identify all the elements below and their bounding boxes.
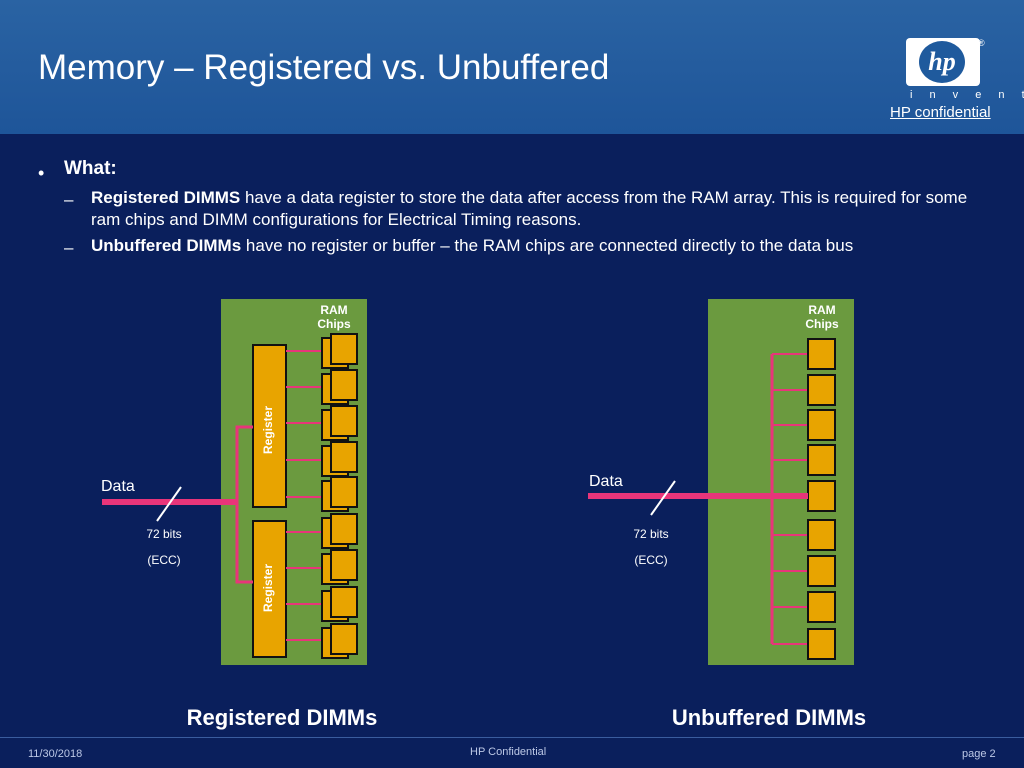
ram-chip — [807, 628, 836, 660]
footer-confidential: HP Confidential — [470, 746, 547, 758]
bullet-item-bold: Unbuffered DIMMs — [91, 236, 242, 255]
register-block-lower — [252, 520, 287, 658]
register-block-upper — [252, 344, 287, 508]
slide-title: Memory – Registered vs. Unbuffered — [38, 48, 610, 87]
ram-chip — [807, 374, 836, 406]
register-input-trace — [235, 425, 253, 502]
footer-divider — [0, 737, 1024, 738]
bullet-dot-icon: • — [38, 163, 45, 183]
registered-dimm-diagram: RAM Chips Register Register — [101, 299, 377, 730]
title-bar — [0, 0, 1024, 134]
bullet-item-registered: Registered DIMMS have a data register to… — [91, 187, 971, 231]
ram-chips-label-line2: Chips — [805, 317, 839, 331]
ram-chip — [807, 338, 836, 370]
hp-logo-text: hp — [928, 47, 956, 76]
ram-chip — [330, 476, 358, 508]
ram-chip — [330, 441, 358, 473]
unbuffered-dimms-caption: Unbuffered DIMMs — [672, 705, 866, 730]
dash-icon: – — [64, 238, 74, 257]
ecc-label: (ECC) — [147, 553, 180, 567]
bus-width-slash — [156, 486, 182, 522]
ram-chip — [807, 480, 836, 512]
ram-chip — [807, 591, 836, 623]
ram-chip — [330, 369, 358, 401]
ram-chip — [807, 444, 836, 476]
confidential-link[interactable]: HP confidential — [890, 104, 991, 121]
bullet-item-bold: Registered DIMMS — [91, 188, 241, 207]
footer-page-number: page 2 — [962, 748, 996, 760]
register-chip-traces — [286, 350, 322, 641]
registered-ram-chips — [321, 333, 358, 659]
bullet-item-unbuffered: Unbuffered DIMMs have no register or buf… — [91, 235, 971, 257]
ram-chip — [330, 586, 358, 618]
unbuffered-dimm-diagram: RAM Chips Data 72 bits (ECC — [588, 299, 866, 730]
ram-chip — [807, 409, 836, 441]
register-label: Register — [261, 406, 275, 454]
ram-chip — [807, 555, 836, 587]
footer-date: 11/30/2018 — [28, 748, 83, 760]
ram-chip — [330, 623, 358, 655]
data-label: Data — [101, 478, 135, 495]
logo-tagline: i n v e n t — [910, 89, 1024, 101]
hp-logo: hp — [906, 38, 980, 86]
ram-chip — [330, 549, 358, 581]
ram-chip — [807, 519, 836, 551]
unbuffered-ram-chips — [807, 338, 836, 660]
bullet-item-text: have a data register to store the data a… — [91, 188, 968, 229]
registered-dimms-caption: Registered DIMMs — [187, 705, 378, 730]
dash-icon: – — [64, 190, 74, 209]
data-label: Data — [589, 473, 623, 490]
hp-logo-mark: hp — [919, 41, 965, 83]
ram-chips-label-line1: RAM — [808, 303, 835, 317]
ecc-label: (ECC) — [634, 553, 667, 567]
bullet-label: What: — [64, 158, 117, 179]
ram-chip — [330, 333, 358, 365]
bus-width-slash — [650, 480, 676, 516]
ram-chip — [330, 405, 358, 437]
register-input-trace — [235, 502, 253, 584]
ram-chips-label-line1: RAM — [320, 303, 347, 317]
registered-mark-icon: ® — [978, 38, 985, 48]
register-label: Register — [261, 564, 275, 612]
bits-label: 72 bits — [146, 527, 181, 541]
ram-chip — [330, 513, 358, 545]
unbuffered-chip-traces — [772, 353, 808, 645]
ram-chips-label-line2: Chips — [317, 317, 351, 331]
bits-label: 72 bits — [633, 527, 668, 541]
bullet-item-text: have no register or buffer – the RAM chi… — [241, 236, 854, 255]
